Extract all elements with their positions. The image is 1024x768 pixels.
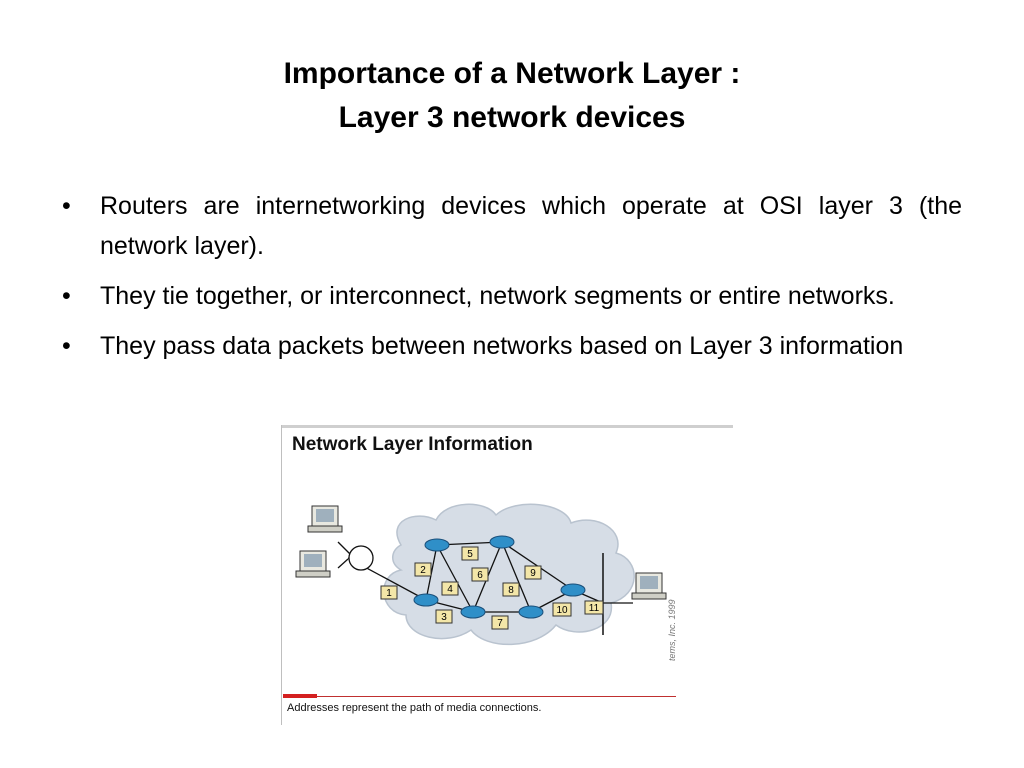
link-label: 11 [589,603,600,614]
link-label: 9 [530,568,536,579]
bullet-list: Routers are internetworking devices whic… [62,186,962,376]
figure-credit: tems, Inc. 1999 [667,599,677,661]
computer-icon [307,505,343,533]
title-line-1: Importance of a Network Layer : [283,57,741,90]
router-icon [489,535,515,549]
router-icons [413,535,586,619]
link-label: 4 [447,584,453,595]
router-icon [518,605,544,619]
link-label: 3 [441,612,447,623]
router-icon [413,593,439,607]
network-layer-figure: Network Layer Information [281,425,733,725]
link-label: 6 [477,570,483,581]
bullet-item: They pass data packets between networks … [62,326,962,366]
link-label: 5 [467,549,473,560]
link-label: 8 [508,585,514,596]
router-icon [460,605,486,619]
link-label: 2 [420,565,426,576]
link-label: 1 [386,588,392,599]
network-diagram: 1 2 3 4 5 6 7 8 9 10 11 [295,503,667,646]
caption-rule [283,696,676,697]
caption-rule-accent [283,694,317,698]
hub-icon [348,545,374,571]
link-label: 7 [497,618,503,629]
figure-left-border [281,425,282,725]
figure-caption: Addresses represent the path of media co… [287,702,542,714]
link-labels: 1 2 3 4 5 6 7 8 9 10 11 [380,546,604,630]
bullet-item: They tie together, or interconnect, netw… [62,276,962,316]
figure-top-border [281,425,733,428]
bullet-item: Routers are internetworking devices whic… [62,186,962,266]
slide-title: Importance of a Network Layer : Layer 3 … [0,52,1024,140]
router-icon [424,538,450,552]
title-line-2: Layer 3 network devices [338,101,686,134]
computer-icon [295,550,331,578]
computer-icon [631,572,667,600]
figure-title: Network Layer Information [292,434,533,455]
link-label: 10 [556,605,568,616]
router-icon [560,583,586,597]
